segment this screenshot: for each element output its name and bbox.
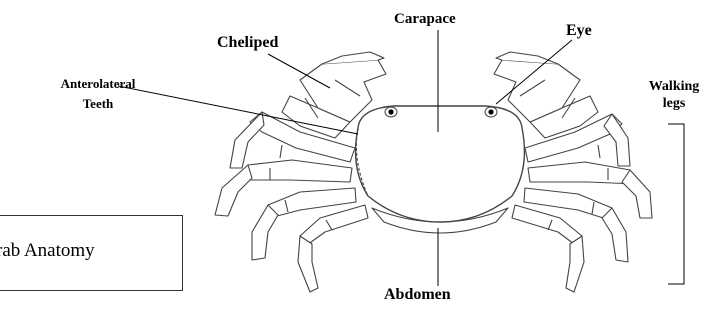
left-walking-legs	[215, 112, 368, 292]
anterolateral-label-line1: Anterolateral	[48, 74, 148, 94]
walking-legs-label-line1: Walking	[628, 78, 720, 95]
anterolateral-label-line2: Teeth	[48, 94, 148, 114]
anterolateral-teeth-label: Anterolateral Teeth	[48, 74, 148, 114]
carapace-label: Carapace	[394, 11, 456, 28]
walking-legs-label-line2: legs	[628, 95, 720, 112]
eye-label: Eye	[566, 22, 592, 40]
cheliped-label: Cheliped	[217, 34, 278, 52]
abdomen-label: Abdomen	[384, 286, 451, 304]
right-walking-legs	[512, 114, 652, 292]
walking-legs-label: Walking legs	[628, 78, 720, 112]
crab-carapace	[356, 106, 525, 222]
caption-text: rab Anatomy	[0, 240, 95, 262]
caption-box: rab Anatomy	[0, 215, 183, 291]
walking-legs-bracket	[668, 124, 684, 284]
